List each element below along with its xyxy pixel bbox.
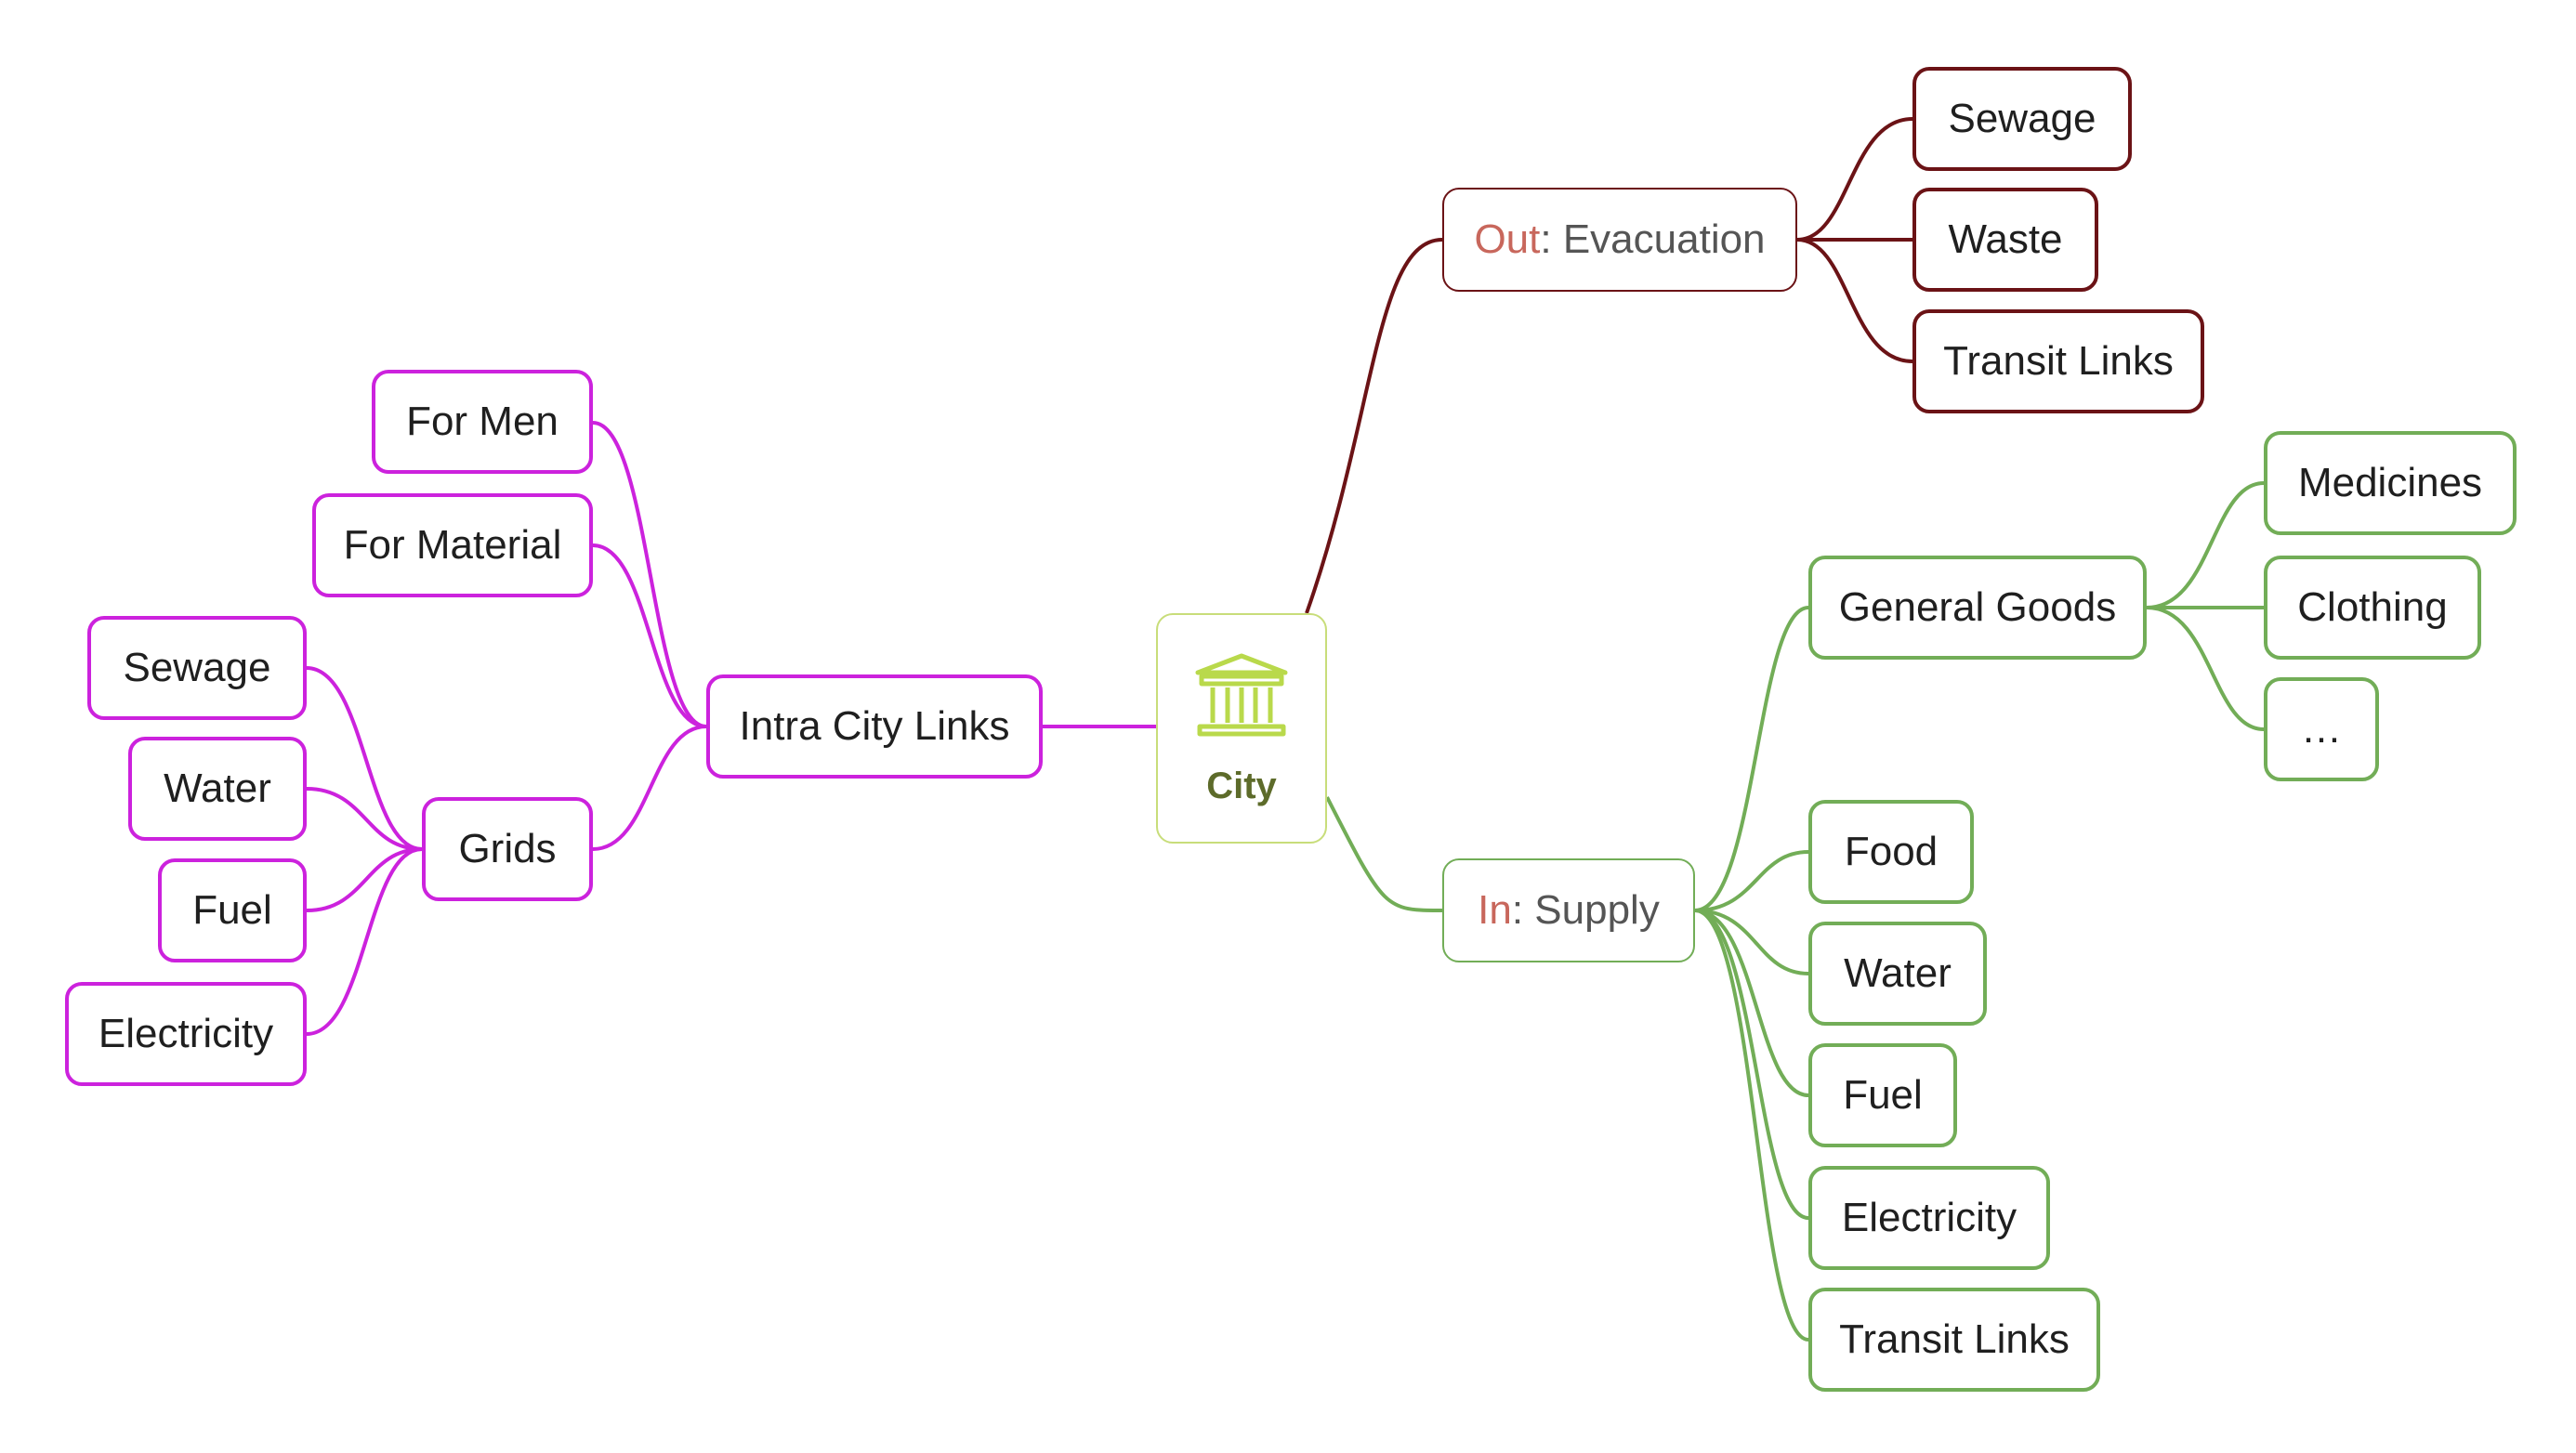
- node-out-waste[interactable]: Waste: [1912, 188, 2098, 292]
- branch-prefix: In: [1478, 887, 1512, 933]
- node-out-sewage[interactable]: Sewage: [1912, 67, 2132, 171]
- node-label: For Men: [406, 399, 559, 444]
- link-grids-electricity: [306, 847, 423, 1036]
- root-node-city[interactable]: City: [1156, 613, 1327, 844]
- link-gg-medicines: [2146, 481, 2265, 609]
- branch-label: Evacuation: [1562, 216, 1766, 262]
- node-for-men[interactable]: For Men: [372, 370, 593, 474]
- node-clothing[interactable]: Clothing: [2264, 556, 2481, 660]
- node-label: Water: [164, 766, 271, 811]
- link-root-in: [1325, 796, 1443, 912]
- node-out-transit-links[interactable]: Transit Links: [1912, 309, 2204, 413]
- node-label: Grids: [458, 826, 557, 871]
- node-label: For Material: [343, 522, 562, 568]
- node-label: Electricity: [98, 1011, 274, 1056]
- node-label: Clothing: [2297, 584, 2448, 630]
- link-in-generalgoods: [1694, 606, 1809, 912]
- link-intra-grids: [592, 725, 707, 851]
- node-label: Waste: [1948, 216, 2063, 262]
- node-label: Sewage: [123, 645, 271, 690]
- node-in-water[interactable]: Water: [1808, 922, 1987, 1026]
- node-in-electricity[interactable]: Electricity: [1808, 1166, 2050, 1270]
- node-in-food[interactable]: Food: [1808, 800, 1974, 904]
- link-grids-sewage: [306, 666, 423, 851]
- branch-out-evacuation[interactable]: Out: Evacuation: [1442, 188, 1797, 292]
- node-label: Sewage: [1948, 96, 2096, 141]
- branch-prefix: Out: [1474, 216, 1541, 262]
- link-grids-fuel: [306, 847, 423, 912]
- node-grid-water[interactable]: Water: [128, 737, 307, 841]
- link-out-sewage: [1796, 117, 1913, 242]
- node-general-goods[interactable]: General Goods: [1808, 556, 2147, 660]
- node-label: …: [2301, 706, 2342, 752]
- branch-separator: :: [1511, 887, 1535, 933]
- node-label: General Goods: [1838, 584, 2117, 630]
- link-out-transit: [1796, 238, 1913, 363]
- node-label: Fuel: [1843, 1072, 1923, 1118]
- node-label: Water: [1844, 950, 1952, 996]
- link-in-food: [1694, 850, 1809, 912]
- root-label: City: [1206, 765, 1277, 806]
- node-grid-fuel[interactable]: Fuel: [158, 858, 307, 962]
- branch-label: Supply: [1534, 887, 1660, 933]
- link-grids-water: [306, 787, 423, 851]
- node-label: Fuel: [192, 887, 272, 933]
- building-icon: [1195, 653, 1288, 736]
- node-label: Medicines: [2297, 460, 2483, 505]
- branch-label: Intra City Links: [739, 703, 1010, 749]
- node-label: Electricity: [1841, 1195, 2017, 1240]
- branch-intra-city-links[interactable]: Intra City Links: [706, 674, 1043, 779]
- node-label: Food: [1844, 829, 1939, 874]
- node-medicines[interactable]: Medicines: [2264, 431, 2517, 535]
- node-label: Transit Links: [1943, 338, 2174, 384]
- node-more[interactable]: …: [2264, 677, 2379, 781]
- link-in-fuel: [1694, 909, 1809, 1097]
- link-in-transit: [1694, 909, 1809, 1342]
- branch-separator: :: [1540, 216, 1563, 262]
- node-grid-electricity[interactable]: Electricity: [65, 982, 307, 1086]
- node-grids[interactable]: Grids: [422, 797, 593, 901]
- link-intra-formaterial: [592, 543, 707, 728]
- node-grid-sewage[interactable]: Sewage: [87, 616, 307, 720]
- link-intra-formen: [592, 421, 707, 728]
- branch-in-supply[interactable]: In: Supply: [1442, 858, 1695, 962]
- link-gg-more: [2146, 606, 2265, 731]
- node-for-material[interactable]: For Material: [312, 493, 593, 597]
- link-in-electricity: [1694, 909, 1809, 1220]
- node-label: Transit Links: [1839, 1316, 2070, 1362]
- link-in-water: [1694, 909, 1809, 975]
- node-in-fuel[interactable]: Fuel: [1808, 1043, 1957, 1147]
- link-root-out: [1305, 238, 1443, 614]
- node-in-transit-links[interactable]: Transit Links: [1808, 1288, 2100, 1392]
